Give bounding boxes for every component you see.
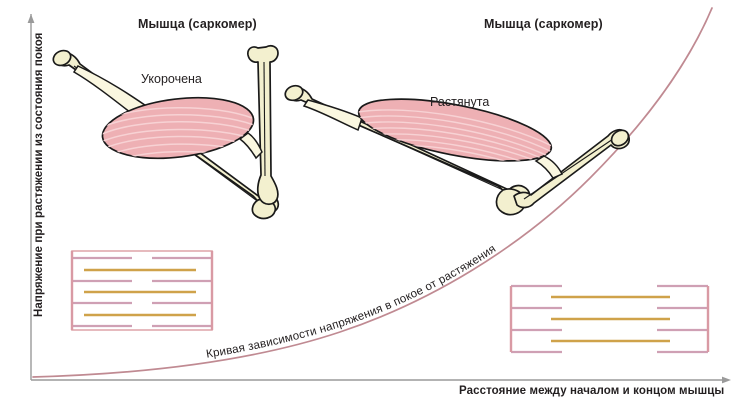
panel-title-left: Мышца (саркомер) bbox=[138, 17, 257, 31]
bone-left-vertical bbox=[247, 44, 279, 206]
axes-group bbox=[27, 14, 731, 384]
bone-right-forearm-head bbox=[610, 129, 630, 147]
bone-left-long-head bbox=[52, 49, 72, 67]
y-axis-label: Напряжение при растяжении из состояния п… bbox=[33, 32, 45, 318]
muscle-belly-shortened-shape bbox=[101, 96, 255, 160]
illustration-stretched-muscle bbox=[284, 84, 630, 216]
curve-caption: Кривая зависимости напряжения в покое от… bbox=[205, 242, 498, 361]
muscle-state-label-shortened: Укорочена bbox=[141, 72, 202, 86]
sarcomere-diagram-stretched bbox=[509, 284, 710, 354]
x-axis-arrowhead bbox=[722, 376, 731, 384]
curve-caption-textpath: Кривая зависимости напряжения в покое от… bbox=[205, 242, 498, 361]
bone-right-long-head bbox=[284, 84, 304, 102]
illustration-shortened-muscle bbox=[52, 44, 280, 220]
bone-right-forearm bbox=[513, 128, 630, 209]
sarcomere-right-filaments bbox=[511, 284, 708, 354]
bone-right-forearm-ridge bbox=[523, 138, 614, 200]
sarcomere-left-filaments bbox=[72, 256, 212, 328]
x-axis-label: Расстояние между началом и концом мышцы bbox=[459, 385, 725, 397]
panel-title-right: Мышца (саркомер) bbox=[484, 17, 603, 31]
tension-curve-path bbox=[32, 7, 713, 378]
sarcomere-left-frame bbox=[71, 250, 213, 331]
bone-left-vertical-ridge bbox=[263, 61, 266, 177]
bone-left-vertical-shape bbox=[247, 44, 279, 206]
y-axis-arrowhead bbox=[27, 14, 35, 23]
tendon-right-proximal bbox=[302, 99, 363, 132]
tension-curve-group: Кривая зависимости напряжения в покое от… bbox=[32, 7, 713, 378]
sarcomere-diagram-shortened bbox=[70, 250, 214, 331]
muscle-belly-stretched bbox=[357, 98, 553, 174]
tendon-left-distal bbox=[238, 132, 263, 160]
tendon-right-distal bbox=[534, 155, 564, 179]
muscle-state-label-stretched: Растянута bbox=[430, 95, 490, 109]
